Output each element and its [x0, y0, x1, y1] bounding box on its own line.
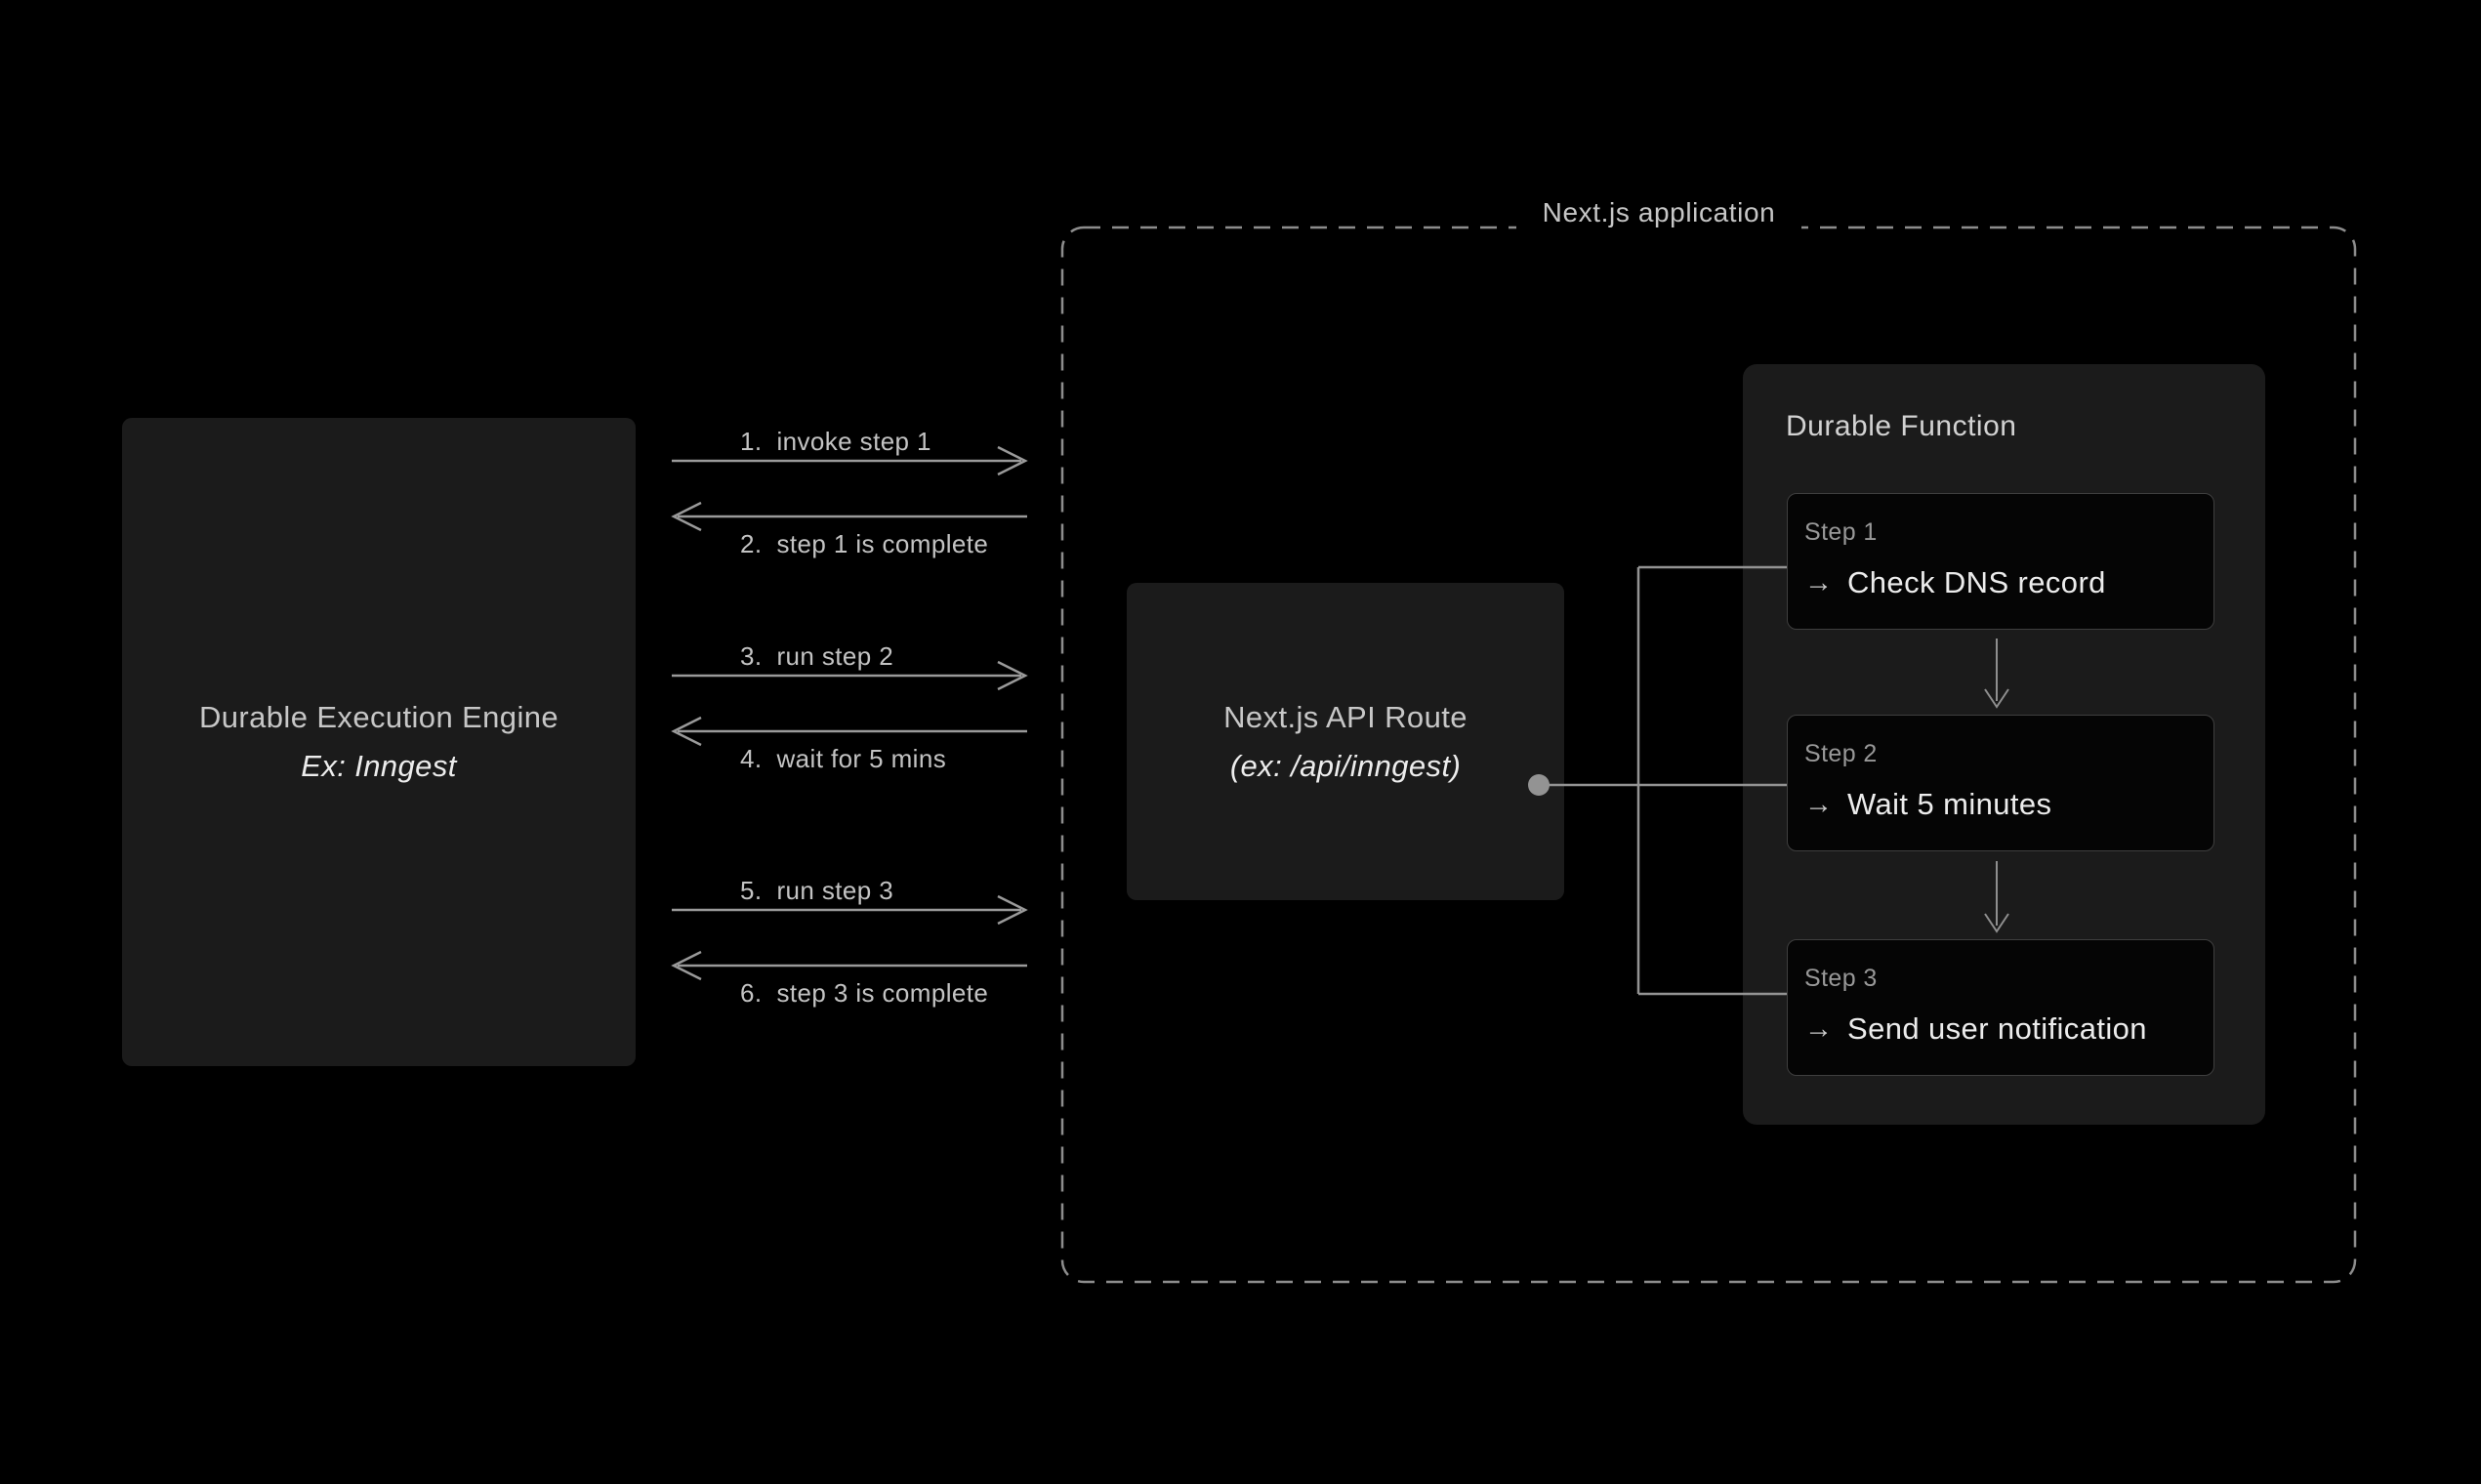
step-1-action: Check DNS record [1847, 565, 2106, 599]
step-3-row: → Send user notification [1804, 1010, 2196, 1049]
step-2-action: Wait 5 minutes [1847, 787, 2052, 821]
arrow-right-icon: → [1804, 567, 1833, 598]
durable-function-panel: Durable Function Step 1 → Check DNS reco… [1743, 364, 2265, 1125]
message-arrow-4 [671, 716, 1027, 747]
message-label-4: 4. wait for 5 mins [740, 743, 946, 774]
arrow-right-icon: → [1804, 789, 1833, 820]
message-arrow-6 [671, 950, 1027, 981]
api-route-title: Next.js API Route [1223, 699, 1468, 734]
message-label-6: 6. step 3 is complete [740, 977, 988, 1009]
step-3-card: Step 3 → Send user notification [1787, 939, 2214, 1076]
nextjs-application-label: Next.js application [1516, 191, 1801, 234]
step-1-card: Step 1 → Check DNS record [1787, 493, 2214, 630]
nextjs-api-route-box: Next.js API Route (ex: /api/inngest) [1127, 583, 1564, 900]
message-arrow-2 [671, 501, 1027, 532]
message-number: 5. [740, 876, 763, 905]
durable-execution-engine-box: Durable Execution Engine Ex: Inngest [122, 418, 636, 1066]
message-text: step 1 is complete [776, 529, 989, 558]
engine-subtitle: Ex: Inngest [301, 749, 457, 783]
message-text: run step 3 [776, 876, 894, 905]
message-text: invoke step 1 [776, 427, 931, 456]
message-text: wait for 5 mins [776, 744, 947, 773]
message-number: 6. [740, 978, 763, 1008]
step-2-label: Step 2 [1804, 740, 1878, 767]
api-route-subtitle: (ex: /api/inngest) [1229, 748, 1462, 783]
step-2-card: Step 2 → Wait 5 minutes [1787, 715, 2214, 851]
step-1-row: → Check DNS record [1804, 563, 2196, 602]
step-2-row: → Wait 5 minutes [1804, 785, 2196, 824]
message-label-2: 2. step 1 is complete [740, 528, 988, 559]
message-text: step 3 is complete [776, 978, 989, 1008]
durable-function-title: Durable Function [1786, 410, 2017, 442]
engine-title: Durable Execution Engine [198, 700, 559, 734]
message-text: run step 2 [776, 641, 894, 671]
message-label-3: 3. run step 2 [740, 640, 893, 672]
message-number: 4. [740, 744, 763, 773]
step-1-label: Step 1 [1804, 518, 1878, 546]
message-number: 2. [740, 529, 763, 558]
step-3-action: Send user notification [1847, 1011, 2147, 1046]
arrow-right-icon: → [1804, 1013, 1833, 1045]
step-3-label: Step 3 [1804, 965, 1878, 992]
message-number: 1. [740, 427, 763, 456]
message-label-1: 1. invoke step 1 [740, 426, 931, 457]
message-label-5: 5. run step 3 [740, 875, 893, 906]
message-number: 3. [740, 641, 763, 671]
